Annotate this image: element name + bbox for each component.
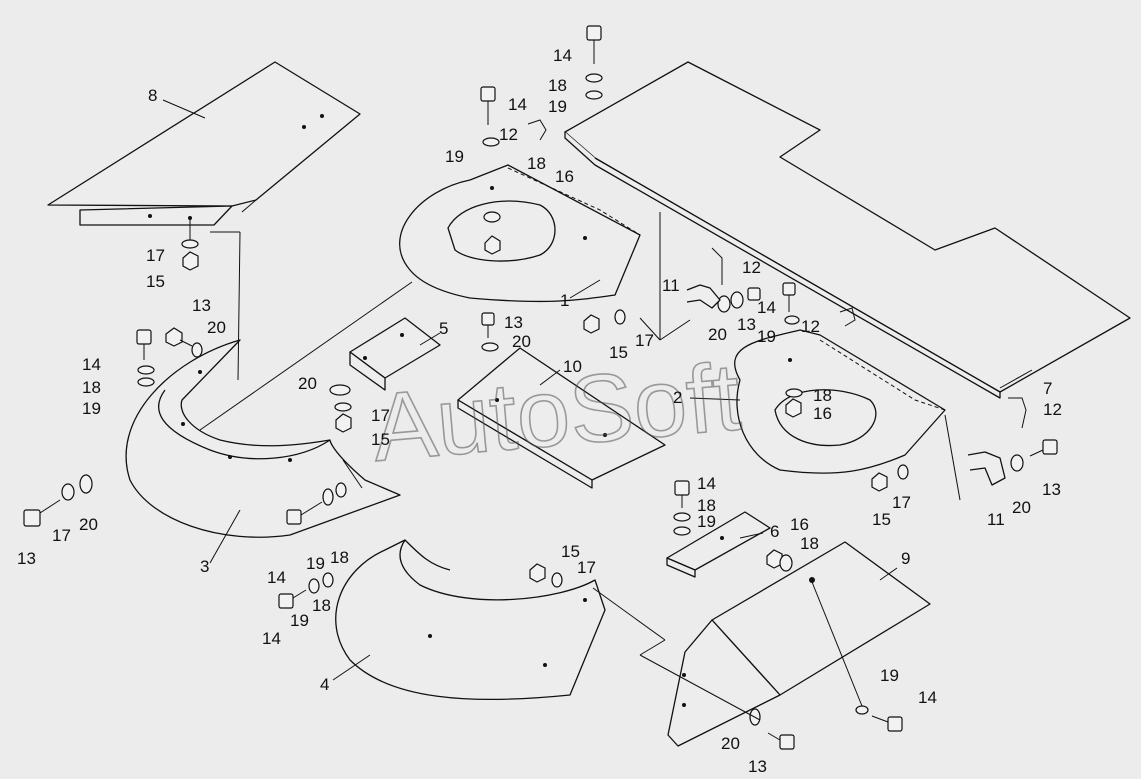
label-part-6: 6 — [770, 522, 779, 541]
label-part-15-c: 15 — [609, 343, 628, 362]
label-part-12-mid: 12 — [742, 258, 761, 277]
label-part-20-a: 20 — [207, 318, 226, 337]
part-7-long-plate — [564, 61, 1131, 399]
label-part-14-h: 14 — [918, 688, 937, 707]
label-part-19-h: 19 — [880, 666, 899, 685]
label-part-9: 9 — [901, 549, 910, 568]
label-part-18-b: 18 — [527, 154, 546, 173]
label-part-13-c: 13 — [737, 315, 756, 334]
label-part-20-f: 20 — [79, 515, 98, 534]
label-part-14-e: 14 — [697, 474, 716, 493]
label-part-18-c: 18 — [82, 378, 101, 397]
label-part-3: 3 — [200, 557, 209, 576]
label-part-1: 1 — [560, 291, 569, 310]
part-4-guard — [335, 539, 606, 701]
label-part-14-b: 14 — [508, 95, 527, 114]
part-6-plate — [666, 511, 771, 578]
label-part-17-a: 17 — [146, 246, 165, 265]
label-part-4: 4 — [320, 675, 329, 694]
label-part-17-e: 17 — [52, 526, 71, 545]
leader-lines — [162, 99, 1033, 721]
part-2-bracket — [734, 329, 946, 474]
label-part-13-b: 13 — [504, 313, 523, 332]
label-part-17-b: 17 — [371, 406, 390, 425]
label-part-19-e: 19 — [697, 512, 716, 531]
label-part-16-b: 16 — [813, 404, 832, 423]
label-part-19-f: 19 — [306, 554, 325, 573]
label-part-14-c: 14 — [82, 355, 101, 374]
label-part-20-c: 20 — [512, 332, 531, 351]
label-part-20-d: 20 — [708, 325, 727, 344]
label-part-19-a: 19 — [548, 97, 567, 116]
label-part-11-upper: 11 — [662, 276, 680, 295]
label-part-19-b: 19 — [445, 147, 464, 166]
label-part-15-e: 15 — [561, 542, 580, 561]
label-part-18-g: 18 — [312, 596, 331, 615]
label-part-17-d: 17 — [892, 493, 911, 512]
label-part-20-g: 20 — [721, 734, 740, 753]
label-part-19-c: 19 — [82, 399, 101, 418]
label-part-19-g: 19 — [290, 611, 309, 630]
label-part-15-a: 15 — [146, 272, 165, 291]
label-part-14-f: 14 — [267, 568, 286, 587]
label-part-17-c: 17 — [635, 331, 654, 350]
label-part-13-a: 13 — [192, 296, 211, 315]
label-part-18-h: 18 — [800, 534, 819, 553]
label-part-11-lower: 11 — [987, 510, 1005, 529]
label-part-18-d: 18 — [813, 386, 832, 405]
label-part-12-right: 12 — [801, 317, 820, 336]
label-part-18-e: 18 — [697, 496, 716, 515]
label-part-16-a: 16 — [555, 167, 574, 186]
label-part-12-top: 12 — [499, 125, 518, 144]
part-10-bracket — [457, 347, 666, 489]
label-part-8: 8 — [148, 86, 157, 105]
label-part-18-a: 18 — [548, 76, 567, 95]
label-part-13-f: 13 — [748, 757, 767, 776]
label-part-16-c: 16 — [790, 515, 809, 534]
label-part-14-d: 14 — [757, 298, 776, 317]
label-part-12-lower: 12 — [1043, 400, 1062, 419]
part-1-bracket — [399, 164, 641, 303]
label-part-7: 7 — [1043, 379, 1052, 398]
label-part-13-d: 13 — [1042, 480, 1061, 499]
label-part-15-d: 15 — [872, 510, 891, 529]
label-part-10: 10 — [563, 357, 582, 376]
label-part-17-f: 17 — [577, 558, 596, 577]
label-part-13-e: 13 — [17, 549, 36, 568]
part-8-plate — [47, 61, 361, 240]
part-9-plate — [667, 541, 931, 747]
label-part-20-b: 20 — [298, 374, 317, 393]
label-part-2: 2 — [673, 388, 682, 407]
fasteners — [23, 25, 1058, 750]
label-part-19-d: 19 — [757, 327, 776, 346]
label-part-14-a: 14 — [553, 46, 572, 65]
label-part-15-b: 15 — [371, 430, 390, 449]
label-part-14-g: 14 — [262, 629, 281, 648]
label-part-20-e: 20 — [1012, 498, 1031, 517]
label-part-18-f: 18 — [330, 548, 349, 567]
part-3-guard — [125, 339, 401, 538]
part-labels: 8 7 1 2 3 4 5 6 9 10 11 11 12 12 12 12 1… — [17, 46, 1062, 776]
part-5-bracket — [349, 317, 441, 391]
label-part-5: 5 — [439, 319, 448, 338]
